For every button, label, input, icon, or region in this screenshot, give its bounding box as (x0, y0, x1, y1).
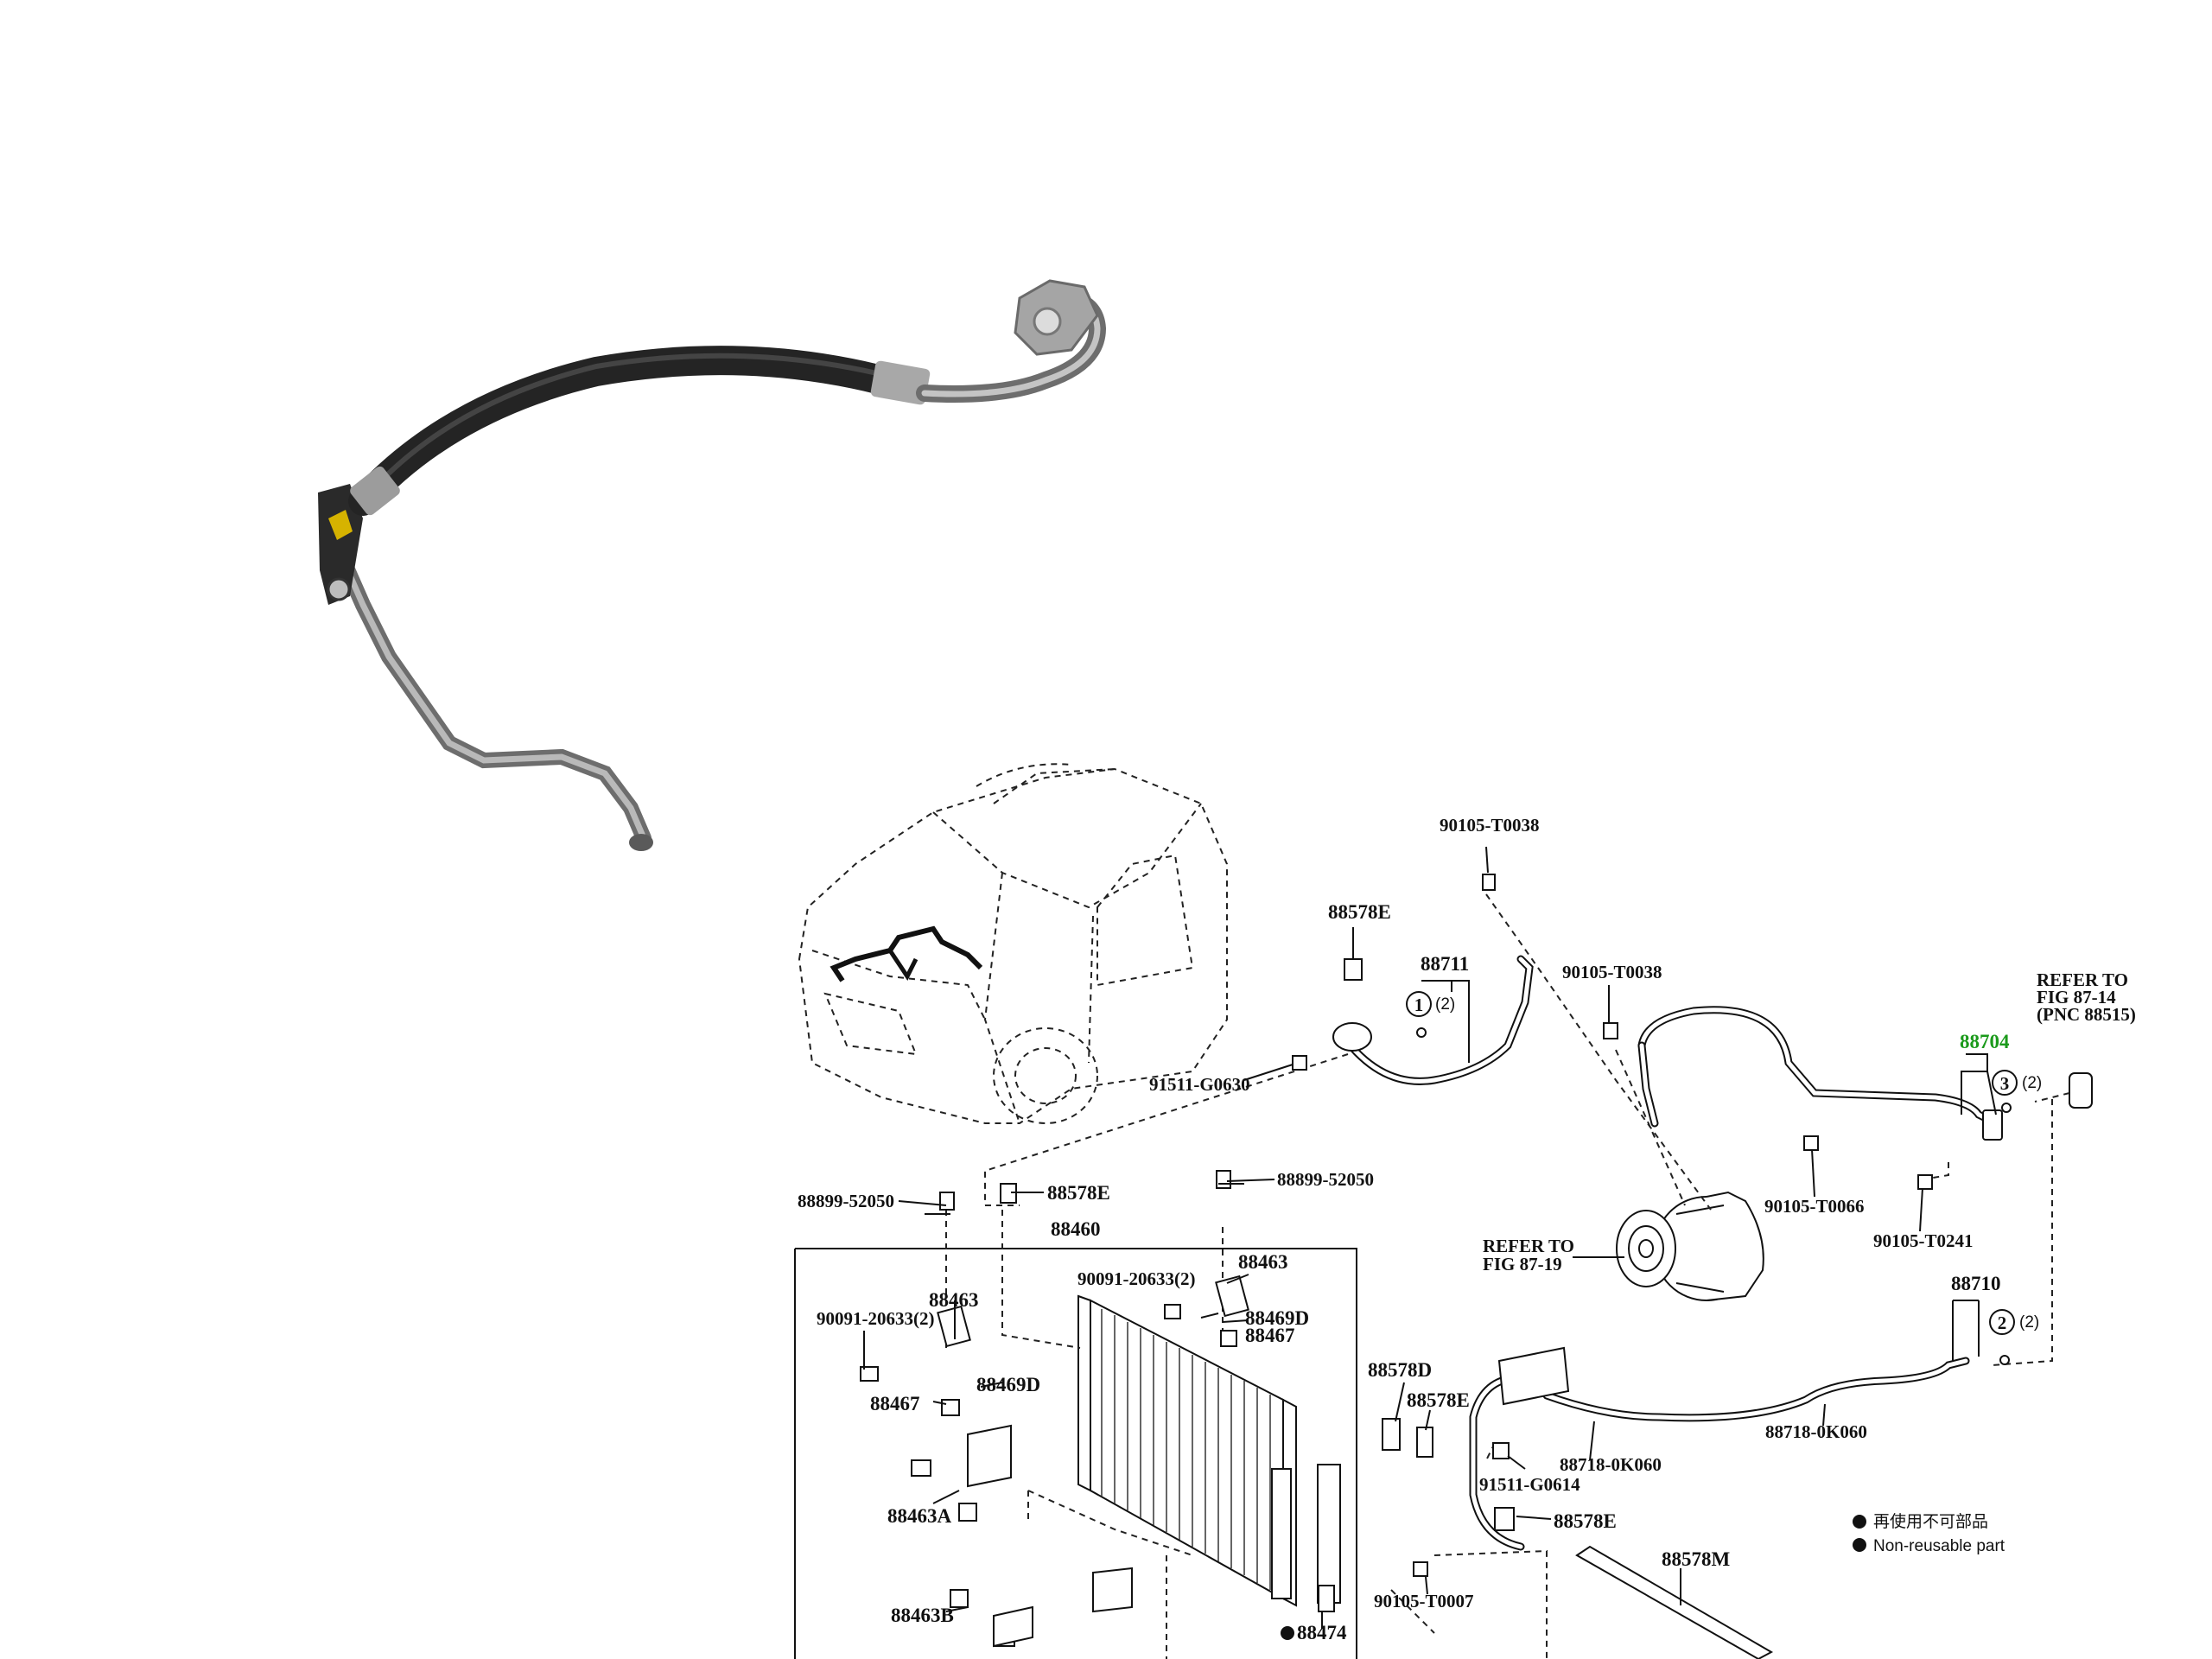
part-label-88710[interactable]: 88710 (1951, 1273, 2001, 1294)
part-label-90105-T0066[interactable]: 90105-T0066 (1764, 1196, 1865, 1217)
refer-fig-87-19-line2[interactable]: FIG 87-19 (1483, 1254, 1562, 1274)
callout-2: 2 (2) (1989, 1309, 2039, 1365)
part-label-88578E-mid[interactable]: 88578E (1407, 1389, 1470, 1411)
pipe-runs (1332, 955, 2093, 1659)
part-label-90105-T0007[interactable]: 90105-T0007 (1374, 1591, 1474, 1611)
part-label-88578E-bottom[interactable]: 88578E (1554, 1510, 1617, 1532)
callout-1: 1 (2) (1406, 991, 1455, 1038)
part-label-88578D[interactable]: 88578D (1368, 1359, 1432, 1381)
refer-fig-87-14-line3[interactable]: (PNC 88515) (2037, 1004, 2136, 1025)
callout-1-number: 1 (1414, 995, 1424, 1015)
part-label-91511-G0614[interactable]: 91511-G0614 (1479, 1474, 1580, 1495)
callout-2-qty: (2) (2019, 1313, 2039, 1332)
part-label-88460[interactable]: 88460 (1051, 1218, 1101, 1240)
ac-hose-photo (318, 279, 1107, 851)
part-label-88469D-left[interactable]: 88469D (976, 1374, 1040, 1395)
part-label-88899-52050-right[interactable]: 88899-52050 (1277, 1169, 1374, 1190)
reference-lines (945, 893, 2070, 1659)
part-label-88463-left[interactable]: 88463 (929, 1289, 979, 1311)
legend-dot-cn (1853, 1515, 1866, 1529)
non-reusable-dot-88474 (1281, 1626, 1294, 1640)
refer-fig-87-14-line2[interactable]: FIG 87-14 (2037, 987, 2116, 1007)
part-label-88463B[interactable]: 88463B (891, 1605, 954, 1626)
callout-3-number: 3 (2000, 1073, 2010, 1094)
callout-1-qty: (2) (1435, 995, 1455, 1014)
part-label-90091-20633-left[interactable]: 90091-20633(2) (817, 1308, 934, 1329)
part-label-90105-T0038-top[interactable]: 90105-T0038 (1440, 815, 1540, 836)
part-label-88578E-left[interactable]: 88578E (1047, 1182, 1110, 1204)
part-label-88463A[interactable]: 88463A (887, 1505, 952, 1527)
part-label-88474[interactable]: 88474 (1297, 1622, 1347, 1643)
part-label-88704-highlighted[interactable]: 88704 (1960, 1031, 2010, 1052)
part-label-90105-T0241[interactable]: 90105-T0241 (1873, 1230, 1974, 1251)
part-label-90105-T0038-mid[interactable]: 90105-T0038 (1562, 962, 1662, 982)
compressor-drawing (1616, 1191, 1764, 1301)
part-labels: 90105-T0038 88578E 88711 90105-T0038 REF… (798, 815, 2136, 1643)
refer-fig-87-19-line1[interactable]: REFER TO (1483, 1236, 1574, 1256)
callout-3: 3 (2) (1992, 1070, 2042, 1113)
part-label-88469D-right[interactable]: 88469D (1245, 1307, 1309, 1329)
part-label-88899-52050-left[interactable]: 88899-52050 (798, 1191, 894, 1211)
condenser-assembly (794, 1248, 1357, 1659)
part-label-88467-left[interactable]: 88467 (870, 1393, 920, 1414)
vehicle-outline (798, 763, 1228, 1124)
legend: 再使用不可部品 Non-reusable part (1853, 1512, 2005, 1555)
legend-text-en: Non-reusable part (1873, 1537, 2005, 1555)
leader-lines (863, 846, 1997, 1629)
part-label-88711[interactable]: 88711 (1421, 953, 1469, 975)
part-label-88718-0K060-left[interactable]: 88718-0K060 (1560, 1454, 1662, 1475)
refer-fig-87-14-line1[interactable]: REFER TO (2037, 969, 2128, 990)
part-label-88463-right[interactable]: 88463 (1238, 1251, 1288, 1273)
part-label-88718-0K060-right[interactable]: 88718-0K060 (1765, 1421, 1867, 1442)
part-label-91511-G0630[interactable]: 91511-G0630 (1149, 1074, 1250, 1095)
callout-3-qty: (2) (2022, 1074, 2042, 1092)
legend-text-cn: 再使用不可部品 (1873, 1512, 1988, 1531)
part-label-88467-right[interactable]: 88467 (1245, 1325, 1295, 1346)
legend-dot-en (1853, 1538, 1866, 1552)
part-label-88578E-top[interactable]: 88578E (1328, 901, 1391, 923)
part-label-88578M[interactable]: 88578M (1662, 1548, 1731, 1570)
part-label-90091-20633-right[interactable]: 90091-20633(2) (1077, 1268, 1195, 1289)
fastener-glyphs (860, 874, 1933, 1648)
callout-2-number: 2 (1998, 1313, 2007, 1333)
